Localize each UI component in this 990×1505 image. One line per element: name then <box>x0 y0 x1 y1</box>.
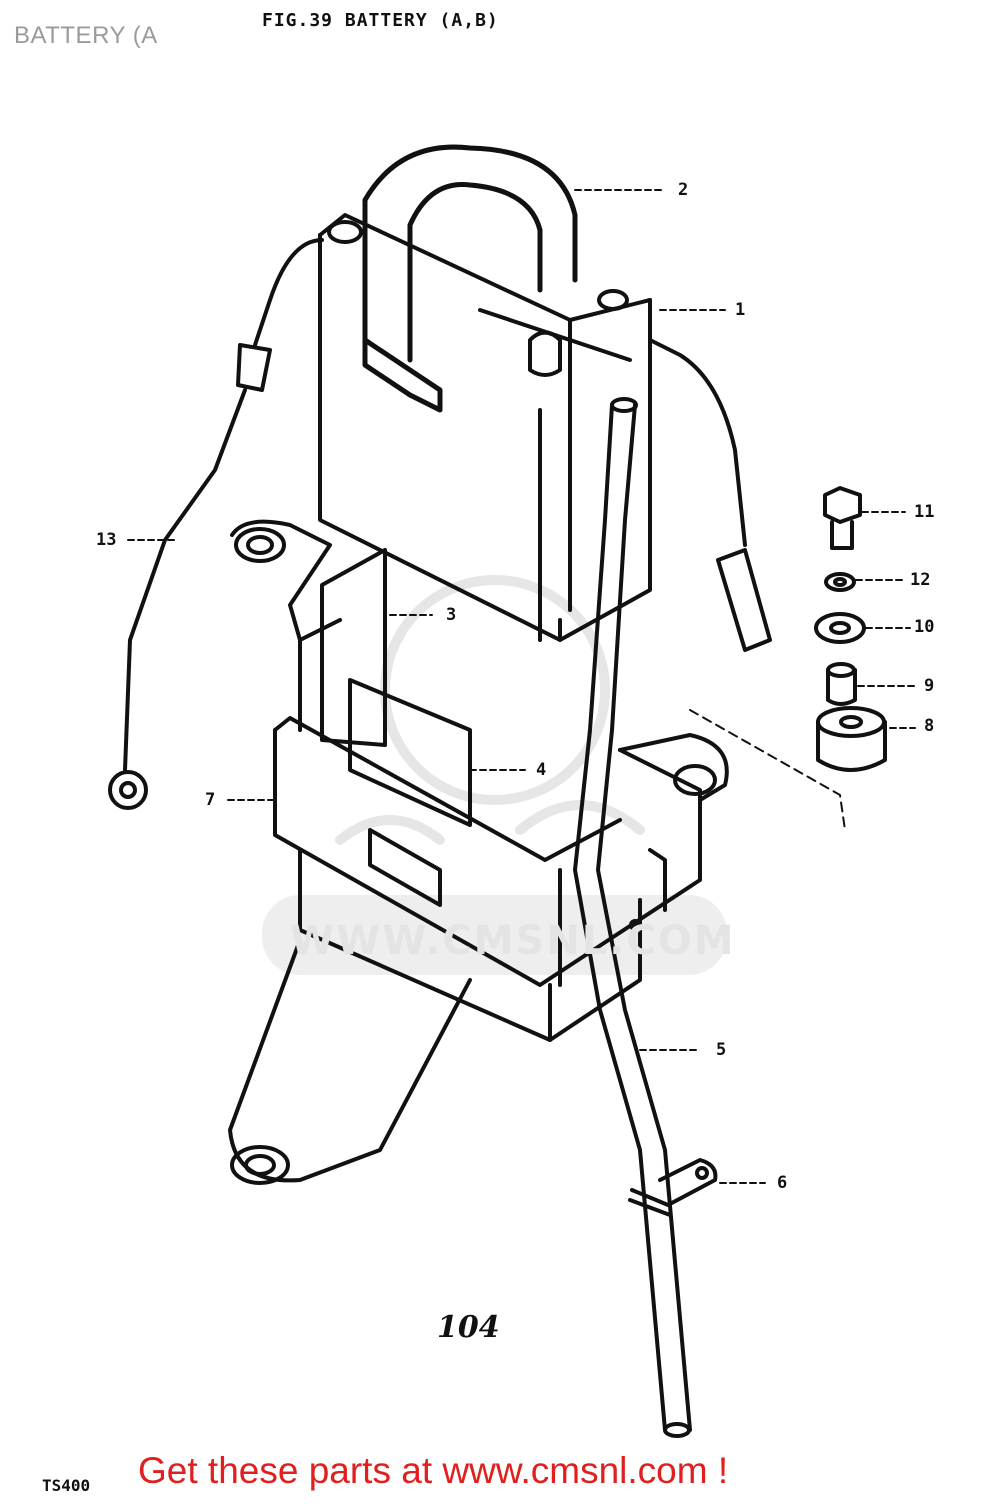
leader-lines <box>127 189 916 1184</box>
washer <box>814 612 866 644</box>
callout-2: 2 <box>678 180 689 200</box>
callout-5: 5 <box>716 1040 727 1060</box>
watermark-logo <box>262 575 727 975</box>
battery-case <box>273 618 702 1042</box>
battery <box>318 213 652 642</box>
bolt <box>823 486 862 550</box>
spacer <box>826 662 857 706</box>
negative-lead-wire <box>108 238 324 810</box>
cushion <box>816 706 887 772</box>
tube-clamp <box>628 1158 718 1217</box>
cushion-plates <box>320 548 472 827</box>
battery-top-tab <box>230 519 332 642</box>
battery-stay-bracket <box>228 938 472 1185</box>
model-code: TS400 <box>42 1476 91 1495</box>
callout-12: 12 <box>910 570 931 590</box>
callout-4: 4 <box>536 760 547 780</box>
callout-13: 13 <box>96 530 117 550</box>
callout-10: 10 <box>914 617 935 637</box>
positive-lead-wire <box>648 338 772 652</box>
watermark-text: WWW.CMSNL.COM <box>290 918 736 964</box>
callout-7: 7 <box>205 790 216 810</box>
breather-tube <box>573 397 692 1438</box>
case-right-tab <box>618 733 729 802</box>
callout-1: 1 <box>735 300 746 320</box>
battery-strap <box>362 144 578 413</box>
promo-link[interactable]: Get these parts at www.cmsnl.com ! <box>138 1450 729 1491</box>
callout-9: 9 <box>924 676 935 696</box>
lock-washer <box>824 572 856 592</box>
figure-title: FIG.39 BATTERY (A,B) <box>262 10 499 31</box>
assembly-dash-line <box>689 709 846 831</box>
callout-8: 8 <box>924 716 935 736</box>
page-number: 104 <box>437 1310 500 1345</box>
callout-6: 6 <box>777 1173 788 1193</box>
callout-11: 11 <box>914 502 935 522</box>
callout-3: 3 <box>446 605 457 625</box>
page-caption: BATTERY (A <box>14 22 158 49</box>
